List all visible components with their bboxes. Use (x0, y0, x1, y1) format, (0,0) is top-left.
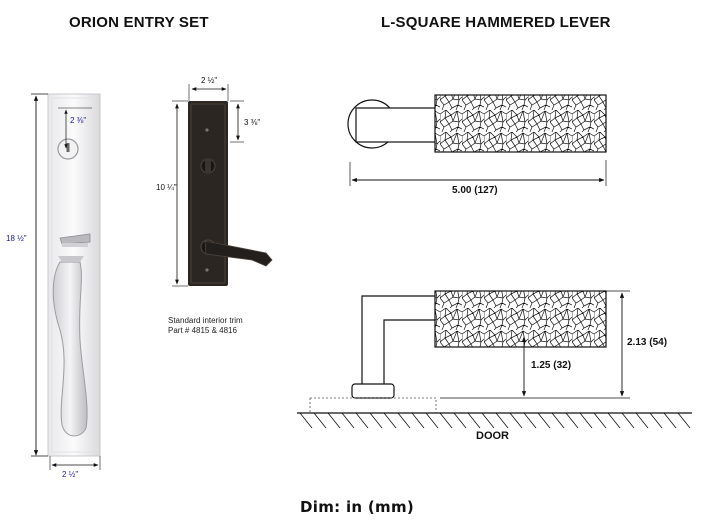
trim-height-label: 10 ¼" (156, 183, 177, 192)
door-surface (297, 412, 692, 429)
interior-trim-plate (188, 101, 273, 286)
trim-spacing-label: 3 ⅜" (244, 118, 261, 127)
dimension-units-note: Dim: in (mm) (300, 498, 415, 516)
door-label: DOOR (475, 430, 510, 442)
lever-length-label: 5.00 (127) (451, 185, 499, 196)
lever-rise-label: 1.25 (32) (530, 360, 573, 371)
trim-caption: Standard interior trim Part # 4815 & 481… (168, 316, 243, 336)
orion-handleset (47, 93, 101, 457)
lever-top-view (347, 94, 607, 153)
lever-projection-label: 2.13 (54) (626, 337, 669, 348)
trim-caption-line1: Standard interior trim (168, 316, 243, 325)
title-l-square-hammered-lever: L-SQUARE HAMMERED LEVER (381, 14, 611, 31)
orion-cylinder-label: 2 ⅜" (70, 116, 87, 125)
trim-caption-line2: Part # 4815 & 4816 (168, 326, 237, 335)
lever-side-view (309, 290, 607, 414)
trim-width-label: 2 ½" (201, 76, 218, 85)
orion-height-label: 18 ½" (6, 234, 27, 243)
title-orion-entry-set: ORION ENTRY SET (69, 14, 209, 31)
orion-width-label: 2 ½" (62, 470, 79, 479)
